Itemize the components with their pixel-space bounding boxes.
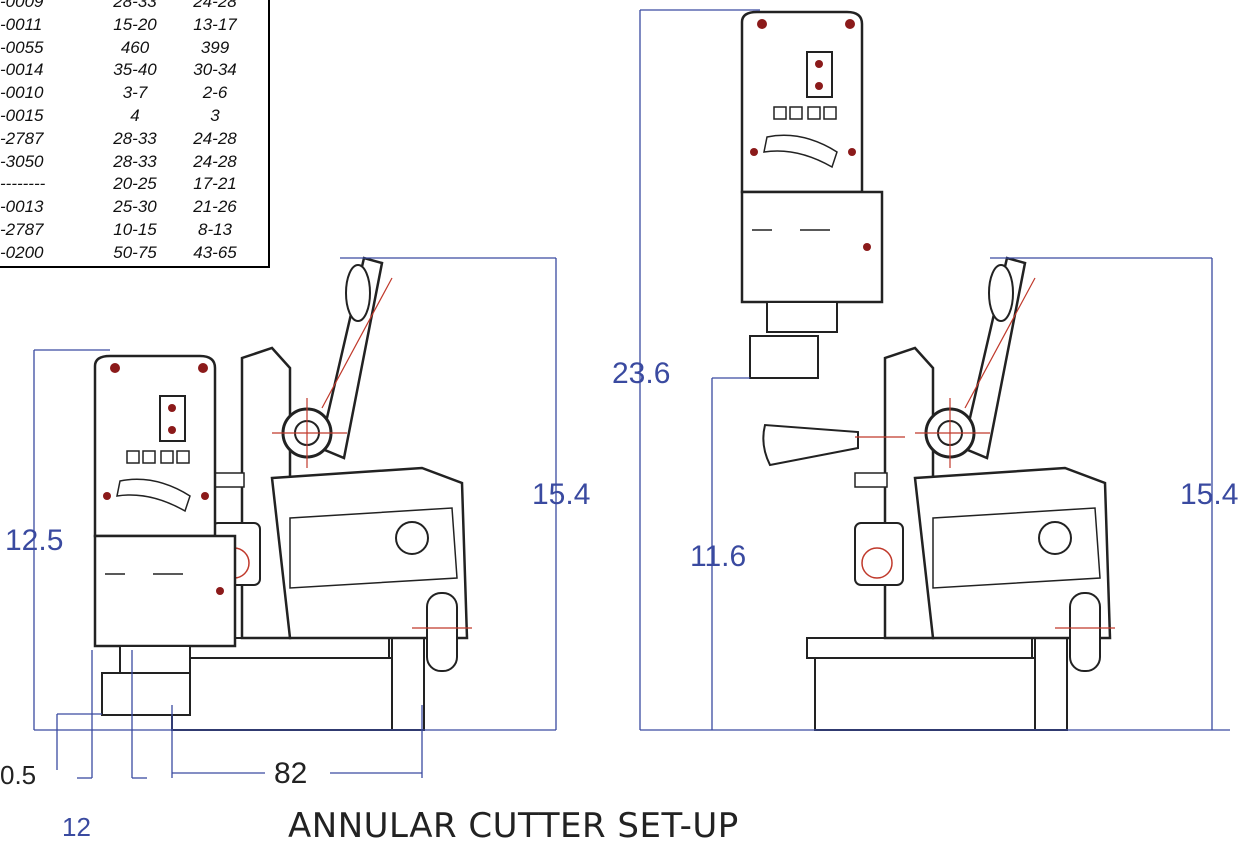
- part-number-cell: -3050: [0, 151, 44, 171]
- torque-range-a-cell: 28-33: [113, 128, 157, 148]
- torque-range-a-cell: 10-15: [113, 220, 157, 239]
- torque-range-b-cell: 3: [210, 106, 220, 125]
- torque-range-a-cell: 460: [120, 37, 150, 57]
- base-length-label: 82: [274, 757, 308, 790]
- part-number-cell: -2787: [0, 220, 44, 239]
- page-title: ANNULAR CUTTER SET-UP: [288, 806, 739, 846]
- torque-range-b-cell: 8-13: [197, 220, 233, 239]
- torque-range-a-cell: 20-25: [113, 174, 157, 194]
- right-total-height-label: 15.4: [1180, 478, 1239, 511]
- torque-range-b-cell: 21-26: [193, 197, 237, 217]
- torque-range-b-cell: 43-65: [193, 242, 237, 262]
- torque-range-a-cell: 25-30: [113, 197, 157, 217]
- right-max-height-label: 23.6: [612, 357, 671, 390]
- table-row: -2787 10-15 8-13: [0, 220, 270, 242]
- base-offset-label: 0.5: [0, 760, 37, 790]
- part-number-cell: -0200: [0, 242, 44, 262]
- table-row: -0009 28-33 24-28: [0, 0, 270, 14]
- table-row: -0200 50-75 43-65: [0, 243, 270, 265]
- table-row: -0015 4 3: [0, 106, 270, 128]
- table-row: -------- 20-25 17-21: [0, 174, 270, 196]
- torque-range-a-cell: 35-40: [113, 60, 157, 80]
- torque-range-b-cell: 30-34: [193, 60, 237, 80]
- torque-range-a-cell: 4: [130, 106, 140, 125]
- part-number-cell: -0014: [0, 60, 44, 80]
- torque-range-b-cell: 24-28: [193, 128, 237, 148]
- spindle-offset-label: 12: [62, 812, 91, 842]
- torque-range-b-cell: 399: [200, 37, 230, 57]
- torque-range-b-cell: 24-28: [193, 151, 237, 171]
- torque-range-a-cell: 15-20: [113, 14, 157, 34]
- part-number-cell: -0055: [0, 37, 44, 57]
- table-row: -0013 25-30 21-26: [0, 197, 270, 219]
- torque-range-b-cell: 17-21: [193, 174, 237, 194]
- torque-range-b-cell: 24-28: [193, 0, 237, 11]
- table-row: -0010 3-7 2-6: [0, 83, 270, 105]
- torque-range-a-cell: 50-75: [113, 242, 157, 262]
- torque-spec-table: -0009 28-33 24-28 -0011 15-20 13-17 -0055 460 39…: [0, 0, 270, 268]
- torque-range-b-cell: 13-17: [193, 14, 237, 34]
- left-motor-height-label: 12.5: [5, 524, 64, 557]
- table-row: -3050 28-33 24-28: [0, 152, 270, 174]
- table-row: -2787 28-33 24-28: [0, 129, 270, 151]
- part-number-cell: -0013: [0, 197, 44, 217]
- table-row: -0055 460 399: [0, 38, 270, 60]
- part-number-cell: --------: [0, 174, 46, 194]
- table-row: -0011 15-20 13-17: [0, 15, 270, 37]
- torque-range-b-cell: 2-6: [202, 83, 228, 103]
- part-number-cell: -2787: [0, 128, 44, 148]
- torque-range-a-cell: 28-33: [113, 151, 157, 171]
- part-number-cell: -0009: [0, 0, 44, 11]
- torque-range-a-cell: 28-33: [113, 0, 157, 11]
- part-number-cell: -0015: [0, 106, 44, 125]
- table-row: -0014 35-40 30-34: [0, 60, 270, 82]
- left-total-height-label: 15.4: [532, 478, 591, 511]
- right-spindle-height-label: 11.6: [690, 540, 747, 573]
- torque-range-a-cell: 3-7: [122, 83, 148, 103]
- part-number-cell: -0010: [0, 83, 44, 103]
- part-number-cell: -0011: [0, 14, 43, 34]
